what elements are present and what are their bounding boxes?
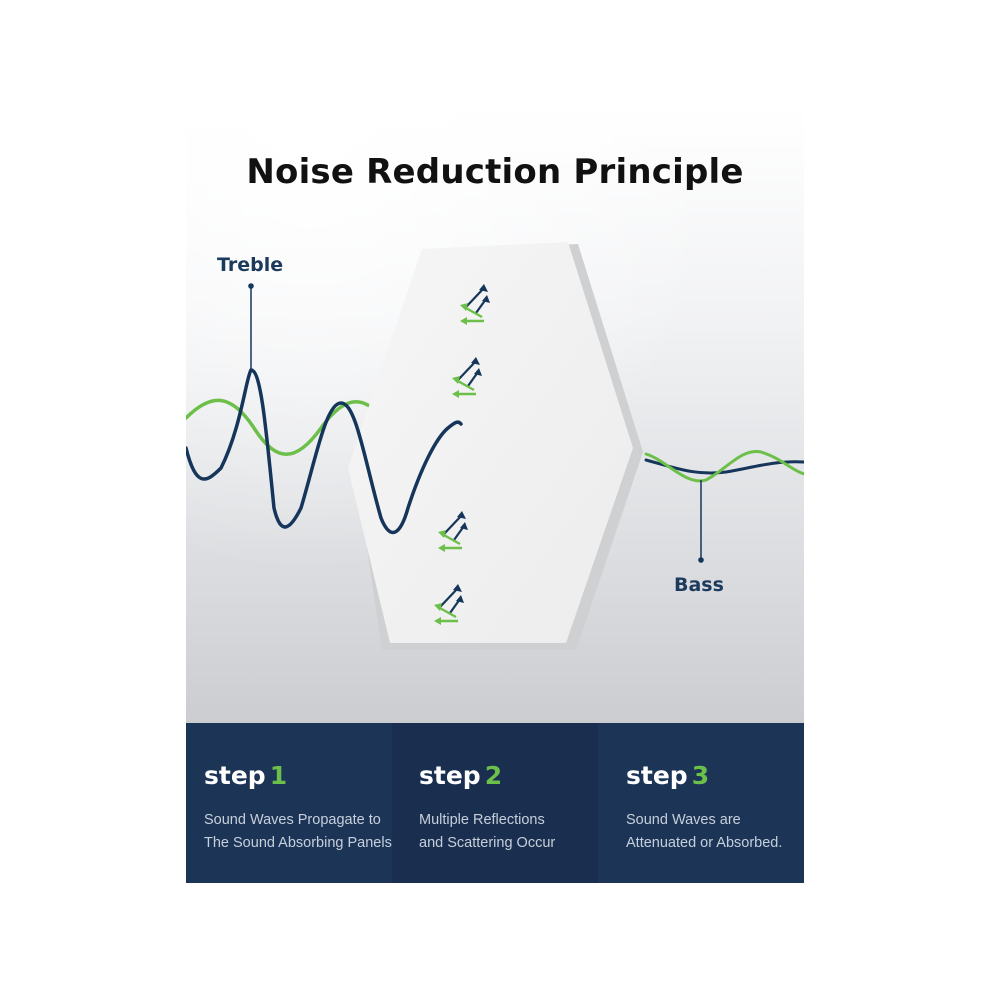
bass-callout [698, 480, 704, 563]
step-3-word: step [626, 761, 688, 790]
step-1-word: step [204, 761, 266, 790]
step-2-description: Multiple Reflections and Scattering Occu… [419, 809, 598, 855]
step-1-line-1: Sound Waves Propagate to [204, 812, 381, 828]
bass-label: Bass [674, 574, 724, 596]
step-1-line-2: The Sound Absorbing Panels [204, 835, 392, 851]
step-3-line-1: Sound Waves are [626, 812, 741, 828]
step-3-description: Sound Waves are Attenuated or Absorbed. [626, 809, 804, 855]
step-3-number: 3 [691, 761, 710, 790]
reflection-arrows-1 [460, 284, 490, 325]
bass-wave-outgoing [644, 450, 804, 483]
step-2-number: 2 [484, 761, 503, 790]
step-2-word: step [419, 761, 481, 790]
step-1-number: 1 [269, 761, 288, 790]
panel-face [348, 242, 633, 643]
reflection-arrows-2 [452, 357, 482, 398]
page-title: Noise Reduction Principle [246, 152, 744, 192]
treble-label: Treble [217, 254, 284, 276]
noise-reduction-diagram [186, 242, 804, 650]
treble-wave [186, 368, 463, 535]
diagram-area: Noise Reduction Principle Treble Bass [186, 108, 804, 723]
reflection-arrows-3 [438, 511, 468, 552]
step-3-line-2: Attenuated or Absorbed. [626, 835, 783, 851]
step-2-line-1: Multiple Reflections [419, 812, 545, 828]
step-1-description: Sound Waves Propagate to The Sound Absor… [204, 809, 392, 855]
infographic-poster: Noise Reduction Principle Treble Bass st… [186, 108, 804, 883]
acoustic-panel [348, 242, 643, 650]
step-2-line-2: and Scattering Occur [419, 835, 556, 851]
reflection-arrows-4 [434, 584, 464, 625]
treble-callout [248, 283, 254, 370]
